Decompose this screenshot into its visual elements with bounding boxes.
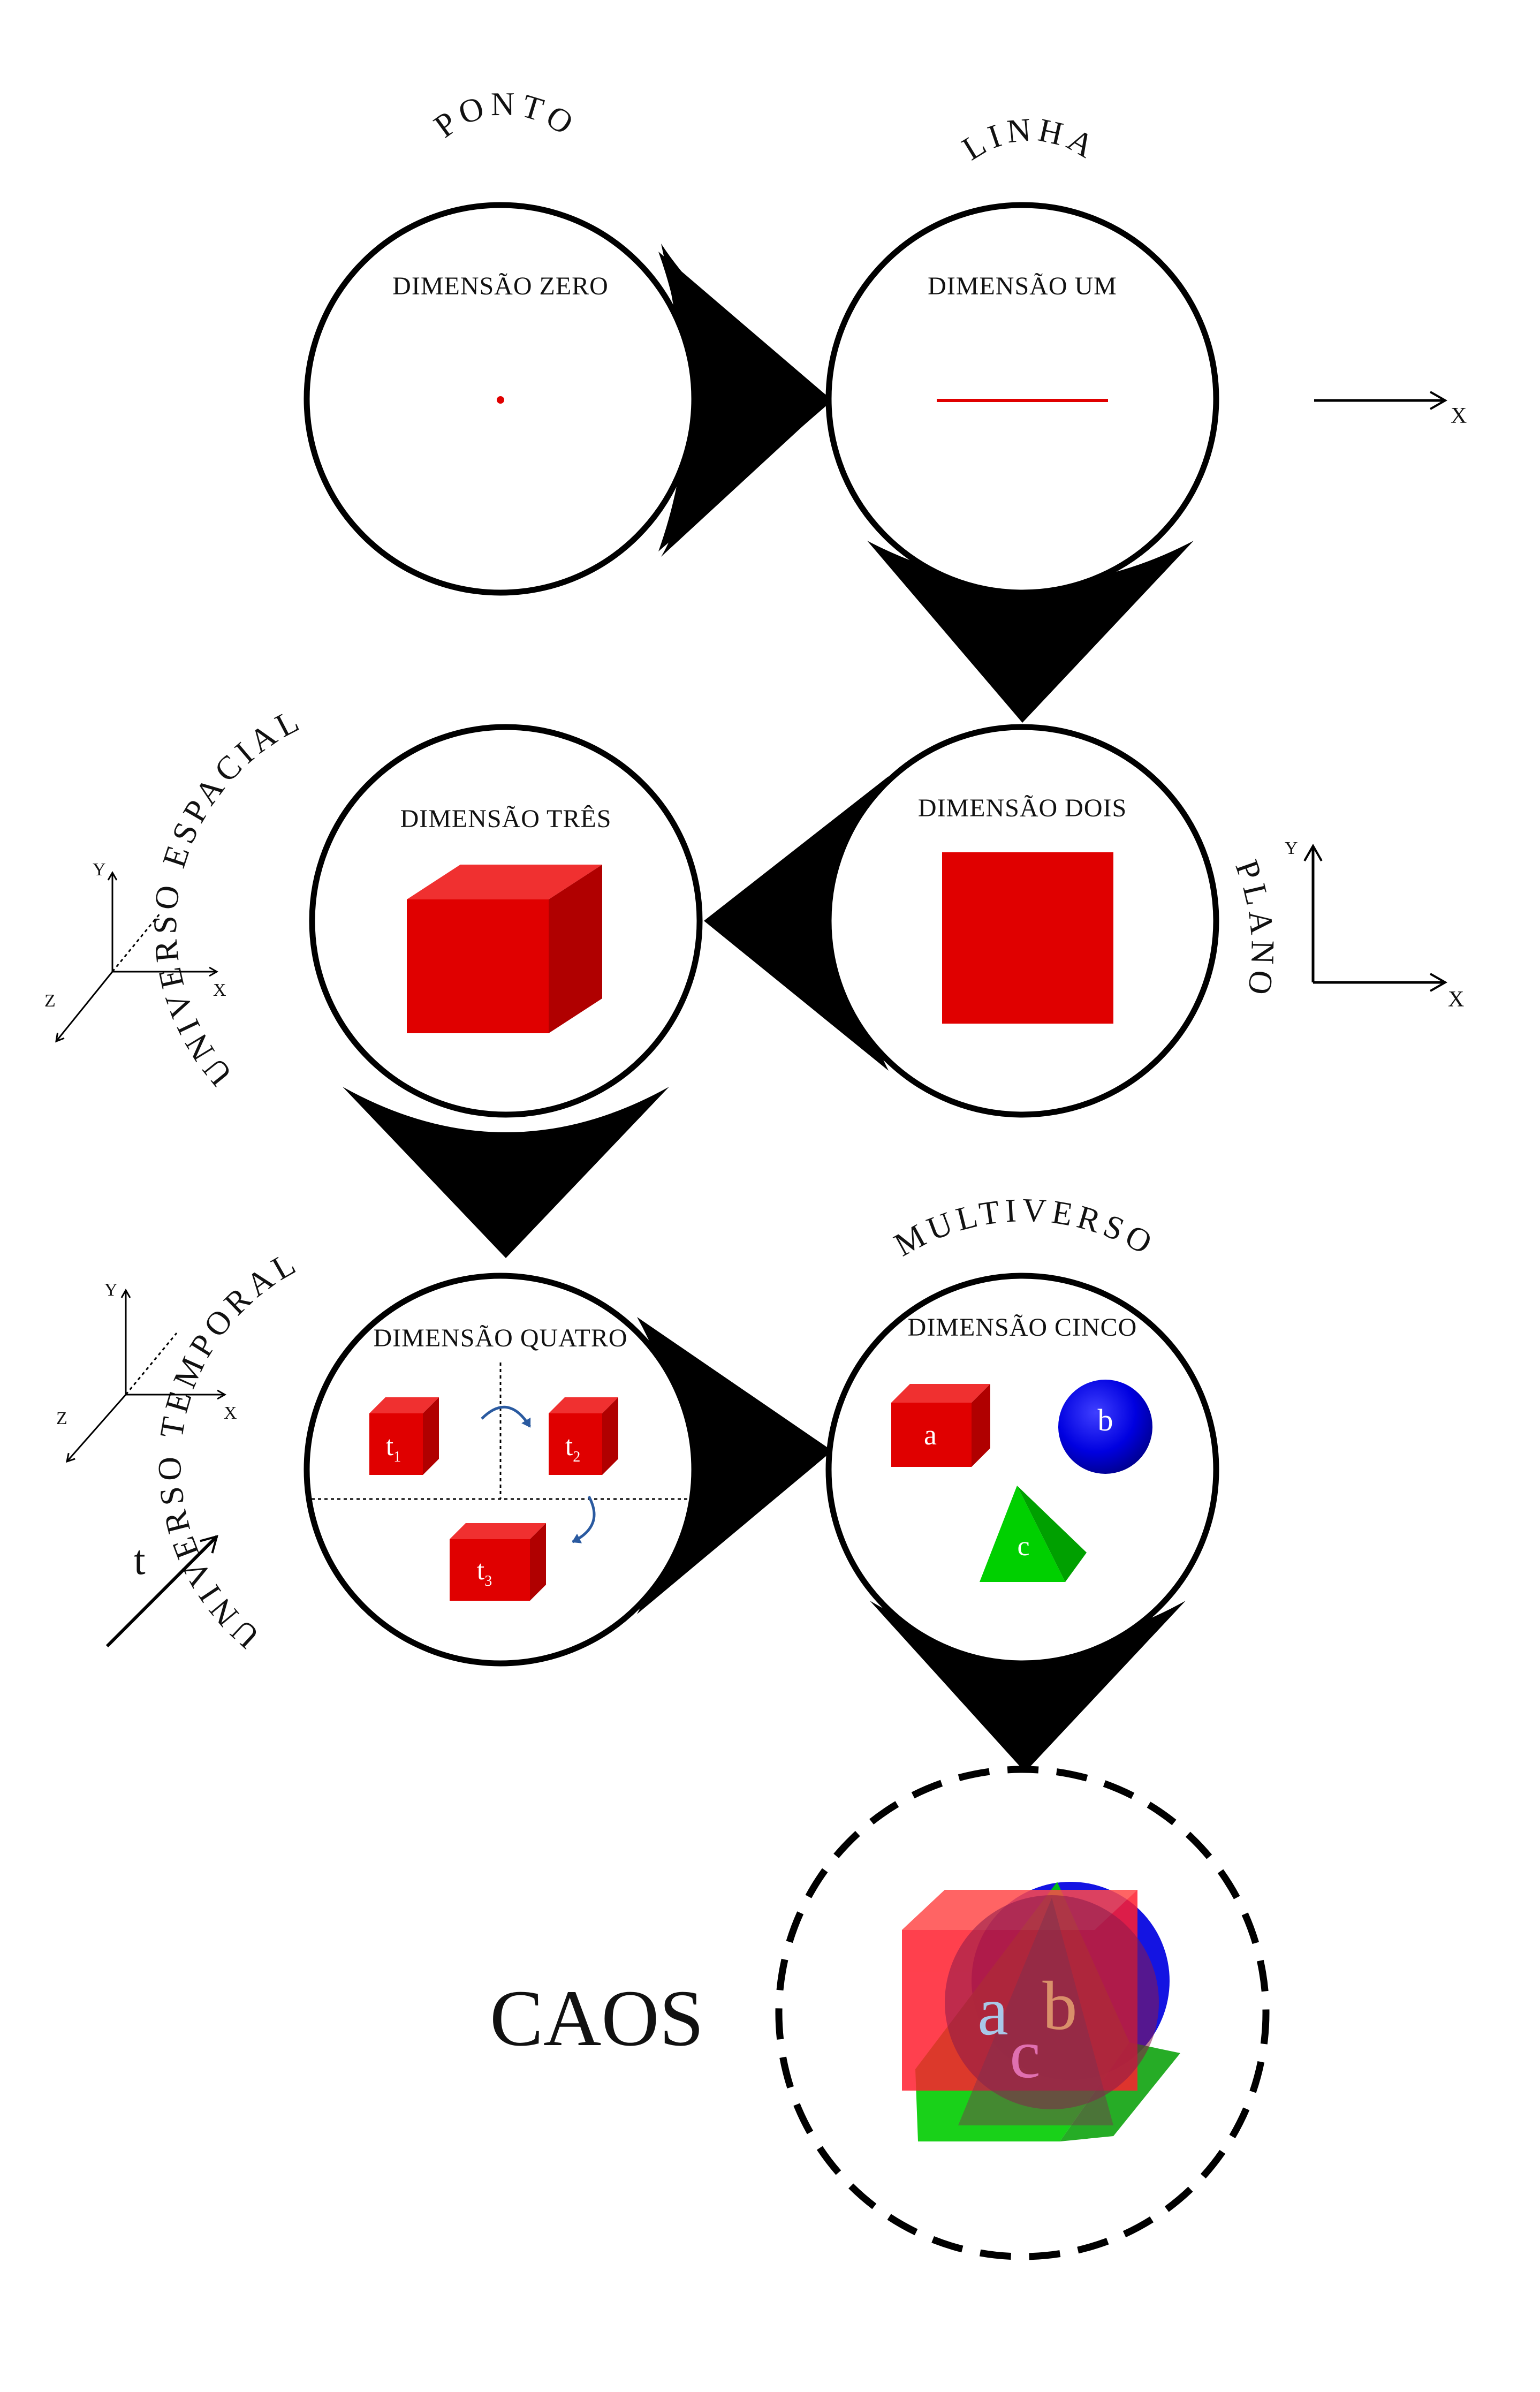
axis-2d: Y X <box>1285 838 1464 1012</box>
axis-3d-temporal: Y X Z <box>56 1280 237 1463</box>
time-cube-3-label: t3 <box>477 1555 492 1589</box>
node-temporal: UNIVERSO TEMPORAL DIMENSÃO QUATRO t1 t2 … <box>151 1243 697 1667</box>
axis-1d-x-label: X <box>1451 404 1467 428</box>
caos-overlapping-shapes: a b c <box>902 1882 1180 2141</box>
caos-letter-b: b <box>1043 1967 1078 2045</box>
time-cube-3: t3 <box>450 1523 546 1601</box>
temporal-dimension-label: DIMENSÃO QUATRO <box>373 1324 627 1352</box>
connectors <box>343 244 1194 1772</box>
axis-2d-x-label: X <box>1448 987 1464 1012</box>
axis-1d: X <box>1314 391 1467 428</box>
connector-linha-plano <box>867 541 1194 723</box>
multiverso-sphere-label: b <box>1098 1403 1113 1437</box>
time-flow-arrow-2 <box>572 1495 596 1543</box>
multiverso-pyramid: c <box>980 1486 1087 1582</box>
multiverso-cube: a <box>891 1384 990 1467</box>
axis-3d-spatial: Y X Z <box>44 860 226 1043</box>
multiverso-cube-label: a <box>924 1419 937 1451</box>
node-linha: LINHA DIMENSÃO UM <box>825 111 1219 596</box>
axis-2d-y-label: Y <box>1285 838 1298 858</box>
axis-time: t <box>105 1535 218 1648</box>
plano-dimension-label: DIMENSÃO DOIS <box>918 794 1127 822</box>
multiverso-title: MULTIVERSO <box>889 1192 1162 1263</box>
multiverso-dimension-label: DIMENSÃO CINCO <box>908 1313 1137 1342</box>
axis-3d-spatial-z-label: Z <box>44 991 56 1011</box>
ponto-title: PONTO <box>428 86 584 145</box>
connector-espacial-temporal <box>343 1087 669 1258</box>
linha-dimension-label: DIMENSÃO UM <box>928 272 1117 300</box>
node-espacial: UNIVERSO ESPACIAL DIMENSÃO TRÊS <box>147 701 703 1118</box>
temporal-title: UNIVERSO TEMPORAL <box>151 1243 306 1655</box>
node-multiverso: MULTIVERSO DIMENSÃO CINCO a b c <box>825 1192 1219 1667</box>
axis-3d-temporal-x-label: X <box>224 1403 237 1423</box>
linha-title: LINHA <box>956 111 1104 168</box>
espacial-dimension-label: DIMENSÃO TRÊS <box>400 805 612 833</box>
connector-ponto-linha-fill <box>658 252 832 551</box>
node-ponto: PONTO DIMENSÃO ZERO <box>304 86 697 596</box>
plano-square <box>942 852 1113 1024</box>
node-plano: PLANO DIMENSÃO DOIS <box>825 724 1280 1118</box>
axis-3d-spatial-x-label: X <box>213 980 226 1000</box>
connector-temporal-multiverso <box>637 1317 832 1614</box>
caos-letter-a: a <box>977 1973 1008 2050</box>
ponto-point <box>497 396 504 404</box>
axis-time-label: t <box>134 1536 146 1583</box>
time-flow-arrow-1 <box>481 1405 532 1428</box>
plano-title: PLANO <box>1228 856 1280 1002</box>
ponto-dimension-label: DIMENSÃO ZERO <box>392 272 609 300</box>
axis-time-arrow <box>105 1535 218 1648</box>
time-cube-1: t1 <box>369 1397 439 1475</box>
axis-3d-temporal-y-label: Y <box>104 1280 118 1300</box>
multiverso-circle <box>825 1273 1219 1667</box>
caos-letter-c: c <box>1010 2016 1041 2093</box>
espacial-cube <box>407 865 602 1033</box>
multiverso-pyramid-label: c <box>1017 1531 1029 1562</box>
time-cube-2-label: t2 <box>565 1431 580 1465</box>
axis-3d-temporal-z-label: Z <box>56 1409 67 1428</box>
espacial-title: UNIVERSO ESPACIAL <box>147 701 309 1093</box>
time-cube-1-label: t1 <box>386 1431 401 1465</box>
axis-3d-spatial-y-label: Y <box>93 860 106 880</box>
time-cube-2: t2 <box>549 1397 618 1475</box>
caos-title: CAOS <box>490 1974 704 2063</box>
node-caos: CAOS a b c <box>490 1766 1270 2260</box>
multiverso-sphere: b <box>1058 1380 1152 1474</box>
temporal-circle <box>304 1273 697 1667</box>
